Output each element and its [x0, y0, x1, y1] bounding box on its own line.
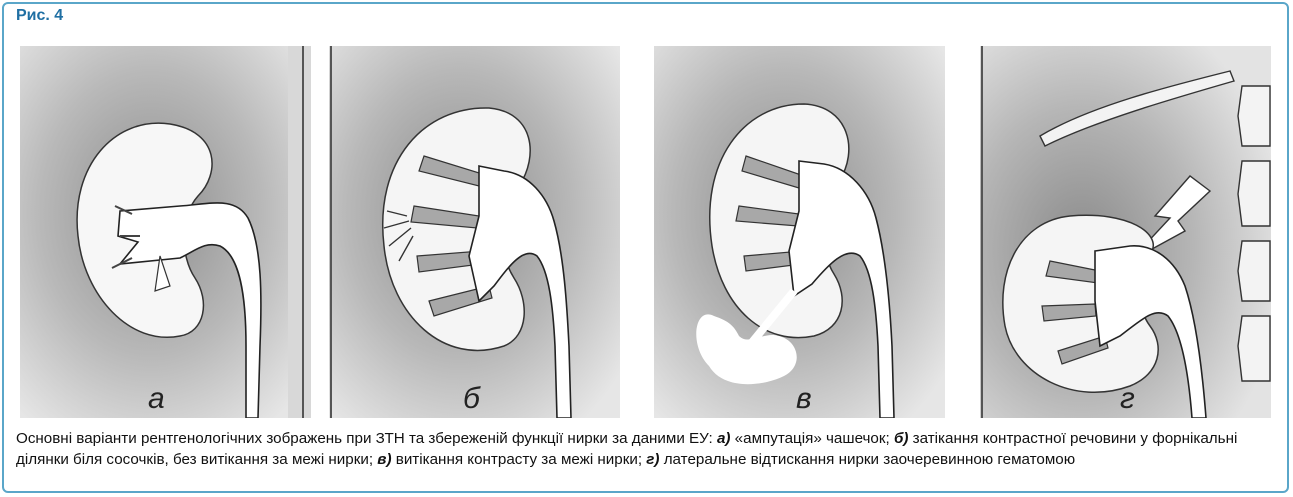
caption-marker-d: г)	[646, 451, 659, 468]
panel-letter-a: а	[148, 384, 165, 414]
caption-text-d: латеральне відтискання нирки заочеревинн…	[659, 451, 1075, 468]
kidney-illustration-c	[654, 46, 945, 418]
caption-marker-b: б)	[894, 430, 908, 447]
caption-intro: Основні варіанти рентгенологічних зображ…	[16, 430, 717, 447]
panel-c: в	[654, 46, 945, 418]
panel-a: а	[20, 46, 311, 418]
panel-letter-d: г	[1120, 384, 1135, 414]
panel-letter-c: в	[796, 384, 812, 414]
caption-text-a: «ампутація» чашечок;	[730, 430, 894, 447]
kidney-illustration-a	[20, 46, 311, 418]
panel-b: б	[329, 46, 620, 418]
panel-letter-b: б	[463, 384, 480, 414]
caption-text-c: витікання контрасту за межі нирки;	[392, 451, 647, 468]
caption-marker-a: а)	[717, 430, 731, 447]
figure-label: Рис. 4	[16, 7, 63, 25]
panel-d: г	[980, 46, 1271, 418]
caption-marker-c: в)	[377, 451, 391, 468]
figure-caption: Основні варіанти рентгенологічних зображ…	[16, 428, 1282, 470]
kidney-illustration-d	[980, 46, 1271, 418]
kidney-illustration-b	[329, 46, 620, 418]
